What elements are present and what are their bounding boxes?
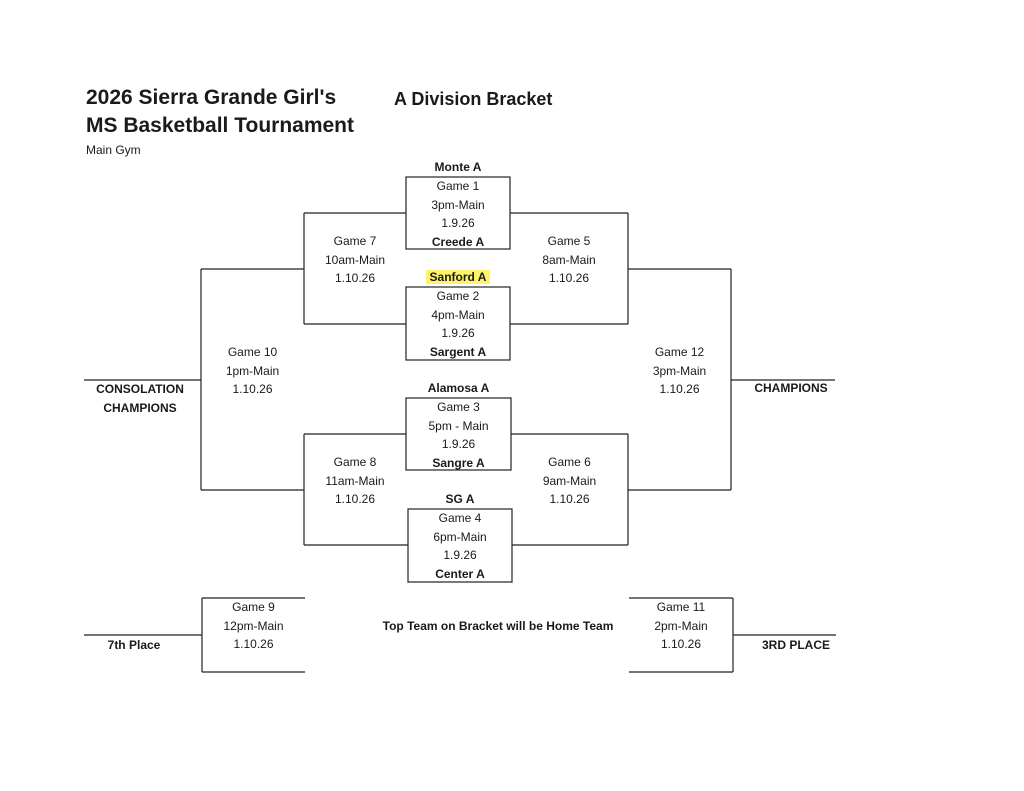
team-monte: Monte A: [434, 160, 482, 174]
game12: Game 12 3pm-Main 1.10.26: [628, 343, 731, 399]
game9: Game 9 12pm-Main 1.10.26: [202, 598, 305, 654]
game2-name: Game 2: [436, 289, 480, 303]
game4-time: 6pm-Main: [433, 529, 487, 544]
game8-name: Game 8: [333, 455, 377, 469]
game10-time: 1pm-Main: [225, 363, 280, 378]
game3-date: 1.9.26: [441, 437, 476, 451]
team-sanford: Sanford A: [406, 268, 510, 287]
game12-date: 1.10.26: [659, 382, 700, 396]
game1-time: 3pm-Main: [431, 197, 485, 212]
team-sanford-label: Sanford A: [425, 270, 491, 284]
consolation-label-line1: CONSOLATION: [96, 382, 184, 396]
venue-label: Main Gym: [86, 143, 141, 157]
game5-date: 1.10.26: [548, 271, 590, 285]
game11: Game 11 2pm-Main 1.10.26: [629, 598, 733, 654]
game1-date: 1.9.26: [441, 216, 475, 230]
champions-label: CHAMPIONS: [754, 381, 828, 395]
game2-time: 4pm-Main: [431, 307, 485, 322]
game8: Game 8 11am-Main 1.10.26: [304, 453, 406, 509]
game7-time: 10am-Main: [324, 252, 386, 267]
team-alamosa: Alamosa A: [427, 381, 490, 395]
game2-date: 1.9.26: [441, 326, 475, 340]
game6-date: 1.10.26: [549, 492, 590, 506]
team-creede: Creede A: [431, 234, 485, 249]
game6-time: 9am-Main: [542, 473, 597, 488]
game4-date: 1.9.26: [443, 548, 477, 562]
game9-date: 1.10.26: [233, 637, 274, 651]
game11-date: 1.10.26: [660, 637, 702, 651]
game7-date: 1.10.26: [334, 271, 376, 285]
game5: Game 5 8am-Main 1.10.26: [510, 232, 628, 288]
game5-name: Game 5: [547, 234, 591, 248]
game3: Game 3 5pm - Main 1.9.26 Sangre A: [406, 398, 511, 472]
game9-name: Game 9: [232, 600, 275, 614]
team-sangre: Sangre A: [432, 455, 485, 470]
third-place-label: 3RD PLACE: [761, 638, 830, 652]
game1: Game 1 3pm-Main 1.9.26 Creede A: [406, 177, 510, 251]
team-center: Center A: [435, 566, 485, 581]
game10-name: Game 10: [227, 345, 278, 359]
game4-name: Game 4: [438, 511, 482, 525]
game3-time: 5pm - Main: [428, 418, 489, 433]
game10: Game 10 1pm-Main 1.10.26: [201, 343, 304, 399]
game6-name: Game 6: [548, 455, 591, 469]
consolation-label-line2: CHAMPIONS: [103, 400, 177, 415]
game7-name: Game 7: [333, 234, 377, 248]
game8-date: 1.10.26: [334, 492, 376, 506]
game6: Game 6 9am-Main 1.10.26: [511, 453, 628, 509]
consolation-champions: CONSOLATION CHAMPIONS: [84, 380, 196, 417]
game11-name: Game 11: [656, 600, 706, 614]
seventh-place-label: 7th Place: [107, 638, 161, 652]
game3-name: Game 3: [437, 400, 480, 414]
game10-date: 1.10.26: [232, 382, 273, 396]
team-sg: SG A: [445, 492, 475, 506]
game9-time: 12pm-Main: [223, 618, 284, 633]
team-sargent: Sargent A: [429, 344, 487, 359]
game1-name: Game 1: [436, 179, 480, 193]
division-title: A Division Bracket: [394, 89, 553, 109]
game7: Game 7 10am-Main 1.10.26: [304, 232, 406, 288]
game5-time: 8am-Main: [542, 252, 596, 267]
game4: Game 4 6pm-Main 1.9.26 Center A: [408, 509, 512, 583]
game2: Game 2 4pm-Main 1.9.26 Sargent A: [406, 287, 510, 361]
game11-time: 2pm-Main: [654, 618, 708, 633]
game12-time: 3pm-Main: [652, 363, 707, 378]
game8-time: 11am-Main: [325, 473, 385, 488]
game12-name: Game 12: [654, 345, 705, 359]
home-team-note: Top Team on Bracket will be Home Team: [382, 619, 614, 633]
tournament-title-line2: MS Basketball Tournament: [86, 114, 354, 137]
tournament-title-line1: 2026 Sierra Grande Girl's: [86, 86, 337, 109]
